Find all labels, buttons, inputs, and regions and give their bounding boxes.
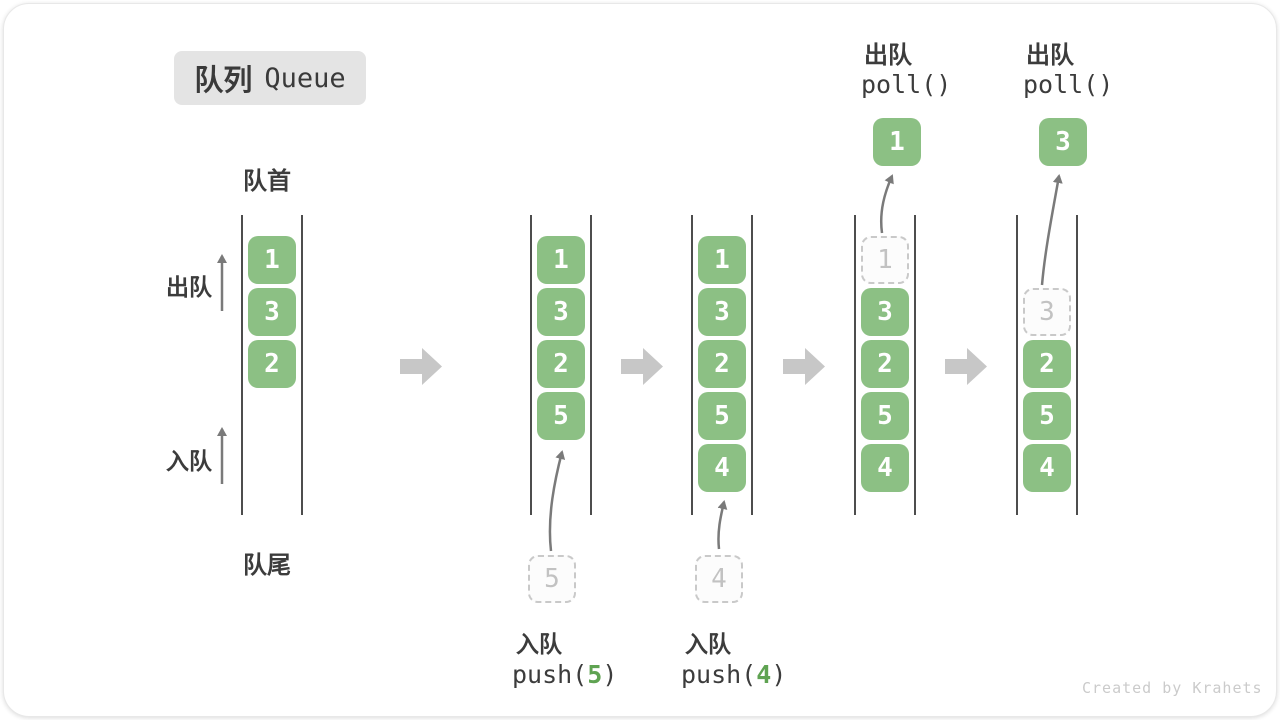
- label-enqueue-left: 入队: [166, 448, 212, 474]
- code-push5-close: ): [602, 660, 618, 689]
- queue2-cell: 2: [537, 340, 585, 388]
- code-push5-arg: 5: [587, 660, 603, 689]
- queue4-cell: 4: [861, 444, 909, 492]
- code-push4: push(4): [681, 660, 786, 689]
- queue-container-5: [1016, 215, 1078, 515]
- queue3-staged-cell: 4: [695, 555, 743, 603]
- queue4-popped-cell: 1: [873, 118, 921, 166]
- diagram-canvas: 队列 Queue 队首 队尾 出队 入队 1 3 2 1 3 2 5 5 1 3…: [3, 3, 1277, 717]
- queue-container-3: [691, 215, 753, 515]
- code-push4-close: ): [771, 660, 787, 689]
- title-badge: 队列 Queue: [174, 51, 366, 105]
- queue5-cell: 2: [1023, 340, 1071, 388]
- queue4-cell: 2: [861, 340, 909, 388]
- code-push5-fn: push(: [512, 660, 588, 689]
- next-state-arrow-icon: [621, 348, 663, 385]
- queue2-cell: 3: [537, 288, 585, 336]
- code-push4-fn: push(: [681, 660, 757, 689]
- label-dequeue-left: 出队: [166, 274, 212, 300]
- queue5-popped-cell: 3: [1039, 118, 1087, 166]
- queue1-cell: 2: [248, 340, 296, 388]
- code-poll1: poll(): [861, 70, 952, 99]
- arrows-overlay: [217, 174, 1063, 552]
- queue2-staged-cell: 5: [528, 555, 576, 603]
- queue3-cell: 1: [698, 236, 746, 284]
- queue-container-1: [241, 215, 303, 515]
- queue-container-2: [530, 215, 592, 515]
- next-state-arrow-icon: [945, 348, 987, 385]
- code-push5: push(5): [512, 660, 617, 689]
- label-queue-rear: 队尾: [243, 552, 291, 579]
- queue4-removed-cell: 1: [861, 236, 909, 284]
- title-en: Queue: [264, 62, 346, 94]
- label-dequeue-op2: 出队: [1026, 42, 1074, 69]
- queue3-cell: 2: [698, 340, 746, 388]
- queue-container-4: [854, 215, 916, 515]
- queue4-cell: 5: [861, 392, 909, 440]
- queue1-cell: 3: [248, 288, 296, 336]
- label-dequeue-op1: 出队: [864, 42, 912, 69]
- queue5-cell: 4: [1023, 444, 1071, 492]
- queue2-cell: 1: [537, 236, 585, 284]
- label-enqueue-op1: 入队: [516, 631, 562, 657]
- code-poll2: poll(): [1023, 70, 1114, 99]
- watermark-credit: Created by Krahets: [1082, 679, 1263, 697]
- next-state-arrow-icon: [400, 348, 442, 385]
- queue4-cell: 3: [861, 288, 909, 336]
- label-queue-front: 队首: [243, 168, 291, 195]
- code-push4-arg: 4: [756, 660, 772, 689]
- title-zh: 队列: [194, 65, 253, 97]
- queue1-cell: 1: [248, 236, 296, 284]
- queue3-cell: 3: [698, 288, 746, 336]
- queue2-cell: 5: [537, 392, 585, 440]
- queue5-removed-cell: 3: [1023, 288, 1071, 336]
- queue5-cell: 5: [1023, 392, 1071, 440]
- queue3-cell: 4: [698, 444, 746, 492]
- queue3-cell: 5: [698, 392, 746, 440]
- label-enqueue-op2: 入队: [685, 631, 731, 657]
- next-state-arrow-icon: [783, 348, 825, 385]
